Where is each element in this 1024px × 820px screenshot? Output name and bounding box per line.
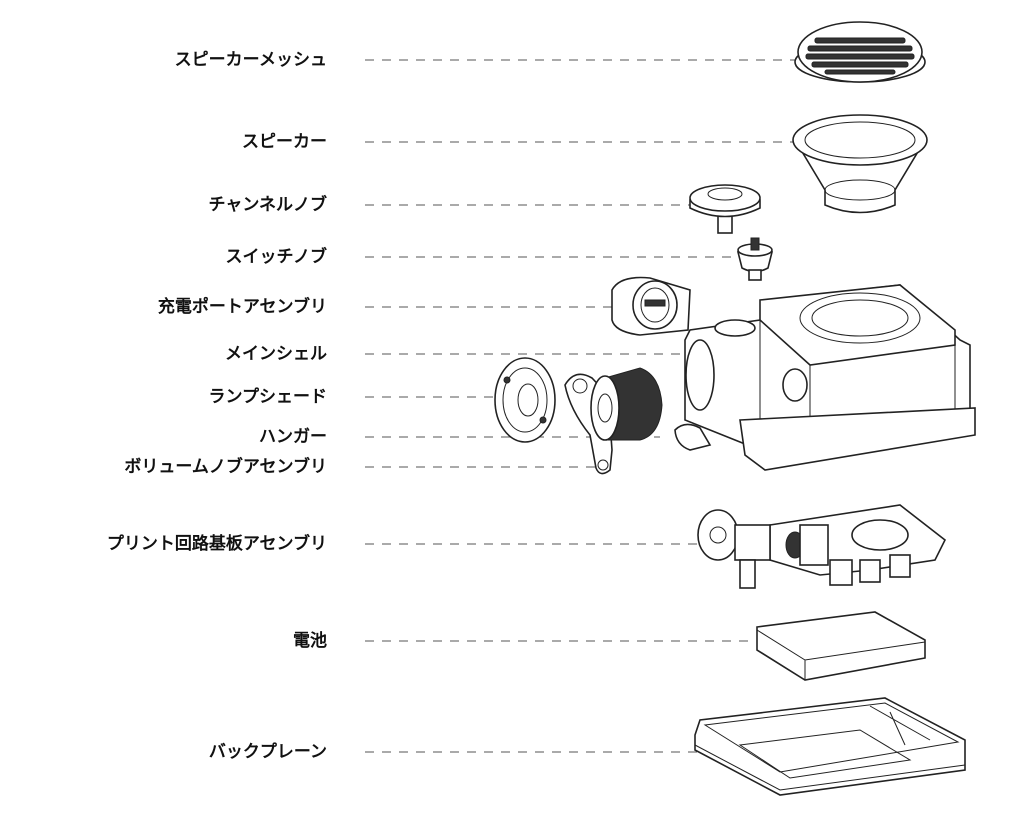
label-hanger: ハンガー [259, 427, 327, 447]
label-lampshade: ランプシェード [208, 387, 328, 407]
label-pcb-assembly: プリント回路基板アセンブリ [106, 534, 327, 554]
label-channel-knob: チャンネルノブ [208, 195, 328, 215]
label-main-shell: メインシェル [225, 344, 327, 364]
label-speaker: スピーカー [242, 132, 327, 152]
speaker-mesh-drawing [794, 21, 926, 83]
volume-knob-drawing [590, 367, 663, 441]
channel-knob-drawing [689, 184, 761, 234]
label-speaker-mesh: スピーカーメッシュ [174, 50, 327, 70]
label-battery: 電池 [293, 631, 327, 651]
label-backplane: バックプレーン [208, 742, 327, 762]
lampshade-drawing [494, 357, 556, 443]
label-volume-knob-assembly: ボリュームノブアセンブリ [124, 457, 327, 477]
backplane-drawing [694, 697, 966, 796]
pcb-assembly-drawing [697, 504, 947, 589]
label-charging-port-assembly: 充電ポートアセンブリ [157, 297, 327, 317]
label-switch-knob: スイッチノブ [225, 247, 328, 267]
charging-port-assembly-drawing [611, 276, 691, 336]
switch-knob-drawing [736, 237, 774, 281]
battery-drawing [756, 611, 926, 681]
main-shell-drawing [674, 284, 976, 471]
speaker-drawing [792, 114, 928, 214]
